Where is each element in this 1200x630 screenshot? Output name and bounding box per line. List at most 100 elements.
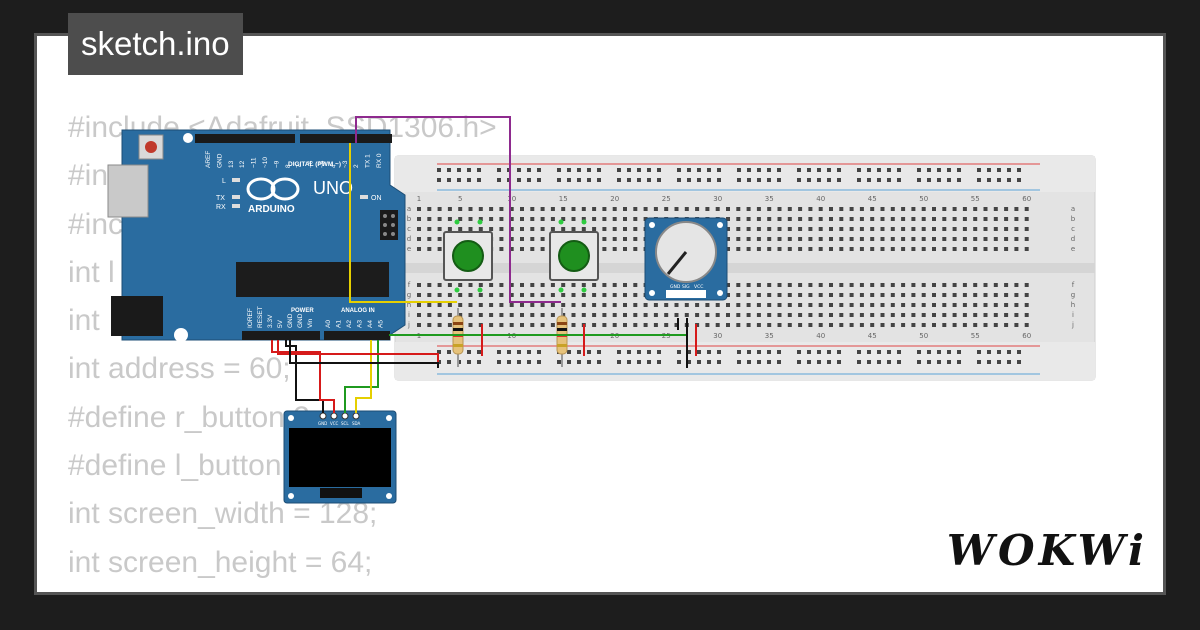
column-number-top: 20 (610, 195, 619, 203)
row-letter-left: h (407, 301, 411, 309)
file-tab[interactable]: sketch.ino (68, 13, 243, 75)
column-number-top: 60 (1022, 195, 1031, 203)
on-led-label: ON (371, 195, 382, 202)
pin-label: RESET (257, 306, 264, 328)
column-number-bottom: 45 (868, 332, 877, 340)
board-brand: ARDUINO (248, 204, 295, 215)
code-line: int l (68, 255, 115, 289)
pin-label: GND (297, 313, 304, 328)
oled-pin-gnd: GND (318, 421, 327, 426)
row-letter-left: a (407, 205, 411, 213)
wire-yellow-sda (355, 340, 372, 413)
arduino-uno: UNO ARDUINO DIGITAL (PWM ~) POWER ANALOG… (107, 129, 406, 342)
row-letter-right: g (1071, 291, 1075, 299)
column-number-top: 35 (765, 195, 774, 203)
pin-label: GND (216, 153, 223, 168)
wire-black-rail (289, 340, 439, 368)
row-letter-left: i (408, 311, 410, 319)
code-line: #define r_button 2 (68, 400, 310, 434)
wire-purple (355, 116, 561, 303)
l-led-label: L (222, 178, 226, 185)
wire-yellow-digital (349, 143, 457, 303)
wires (271, 116, 697, 413)
pin-label: 4 (330, 164, 337, 168)
pin-label: A4 (367, 320, 374, 328)
pot-pin-gnd: GND (670, 284, 681, 290)
pin-label: 3.3V (267, 314, 274, 328)
wokwi-logo: WOKWi (946, 526, 1148, 575)
pin-label: 13 (228, 160, 235, 168)
pin-label: A3 (357, 320, 364, 328)
usb-port (107, 164, 149, 218)
column-number-top: 55 (971, 195, 980, 203)
pushbutton-left[interactable] (549, 219, 599, 293)
row-letter-right: f (1072, 281, 1075, 289)
oled-pin-sda: SDA (352, 421, 361, 426)
pin-label: A1 (336, 320, 343, 328)
pin-label: TX 1 (365, 154, 372, 168)
wire-green-scl (344, 340, 379, 413)
column-number-top: 1 (417, 195, 421, 203)
breadboard: 1155101015152020252530303535404045455050… (394, 155, 1096, 381)
breadboard-center-channel (395, 263, 1095, 273)
column-number-top: 45 (868, 195, 877, 203)
wire-black-oled (285, 340, 324, 413)
oled-pin-vcc: VCC (330, 421, 339, 426)
code-line: int address = 60; (68, 352, 291, 386)
row-letter-right: c (1071, 225, 1075, 233)
code-line: int (68, 304, 100, 338)
row-letter-right: b (1071, 215, 1076, 223)
pin-label: ~6 (308, 160, 315, 168)
pushbutton-right[interactable] (443, 219, 493, 293)
pin-label: A0 (325, 320, 332, 328)
pin-label: 8 (285, 164, 292, 168)
pot-pin-sig: SIG (682, 284, 690, 290)
arduino-logo-icon (246, 177, 276, 201)
row-letter-left: j (407, 321, 410, 329)
pin-label: Vin (307, 318, 314, 328)
power-jack (111, 296, 163, 336)
pin-label: ~3 (342, 160, 349, 168)
analog-header-label: ANALOG IN (341, 308, 375, 314)
pin-label: ~10 (262, 157, 269, 168)
pin-label: GND (287, 313, 294, 328)
atmega-chip (236, 262, 389, 297)
power-header-label: POWER (291, 308, 314, 314)
pin-label: ~11 (251, 157, 258, 168)
pin-label: 12 (239, 160, 246, 168)
digital-header-label: DIGITAL (PWM ~) (288, 161, 341, 168)
column-number-bottom: 30 (713, 332, 722, 340)
pin-label: AREF (205, 151, 212, 168)
row-letter-right: j (1071, 321, 1074, 329)
pin-label: 5V (277, 319, 284, 328)
wire-red-oled (271, 340, 335, 413)
column-number-bottom: 35 (765, 332, 774, 340)
column-number-top: 5 (458, 195, 462, 203)
pin-label: ~9 (273, 160, 280, 168)
column-number-top: 25 (662, 195, 671, 203)
pin-label: IOREF (247, 308, 254, 328)
tx-led-label: TX (216, 195, 225, 202)
row-letter-left: b (407, 215, 412, 223)
row-letter-left: f (408, 281, 411, 289)
pin-label: RX 0 (376, 153, 383, 168)
row-letter-right: i (1072, 311, 1074, 319)
pin-label: 2 (353, 164, 360, 168)
potentiometer[interactable]: GND SIG VCC (644, 217, 728, 301)
row-letter-left: c (407, 225, 411, 233)
column-number-bottom: 60 (1022, 332, 1031, 340)
column-number-top: 50 (919, 195, 928, 203)
column-number-bottom: 50 (919, 332, 928, 340)
oled-display: GND VCC SCL SDA (283, 410, 397, 504)
pin-label: 7 (296, 164, 303, 168)
row-letter-left: e (407, 245, 411, 253)
wire-red-rail (277, 340, 439, 366)
pin-label: A2 (346, 320, 353, 328)
column-number-bottom: 55 (971, 332, 980, 340)
pin-label: ~5 (319, 160, 326, 168)
oled-pin-scl: SCL (341, 421, 349, 426)
